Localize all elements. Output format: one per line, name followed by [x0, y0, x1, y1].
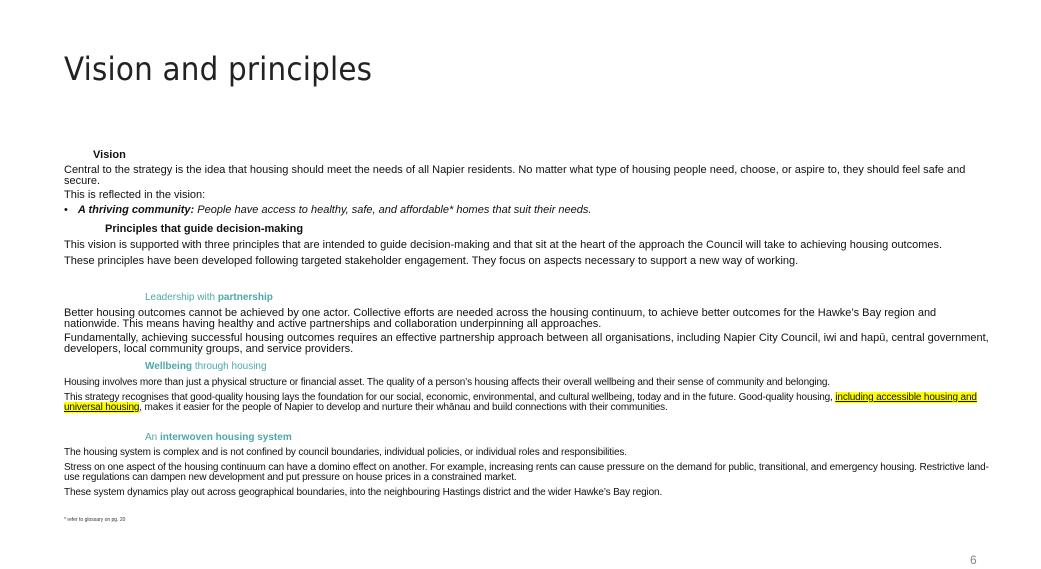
wellbeing-paragraph-2: This strategy recognises that good-quali… [64, 392, 989, 413]
heading-part: Leadership with [145, 292, 218, 303]
interwoven-paragraph-1: The housing system is complex and is not… [64, 447, 627, 458]
principles-paragraph-2: These principles have been developed fol… [64, 255, 799, 267]
text: This strategy recognises that good-quali… [64, 392, 836, 403]
wellbeing-heading: Wellbeing through housing [145, 361, 267, 372]
vision-bullet: • A thriving community: People have acces… [64, 205, 989, 216]
leadership-heading: Leadership with partnership [145, 292, 273, 303]
page-title: Vision and principles [64, 50, 373, 88]
page-number: 6 [970, 553, 977, 567]
interwoven-paragraph-3: These system dynamics play out across ge… [64, 487, 663, 498]
vision-heading: Vision [93, 149, 126, 161]
interwoven-paragraph-2: Stress on one aspect of the housing cont… [64, 462, 989, 483]
bullet-icon: • [64, 204, 68, 216]
principles-paragraph-1: This vision is supported with three prin… [64, 239, 943, 251]
vision-bullet-bold: A thriving community: [77, 204, 195, 216]
footnote: * refer to glossary on pg. 20 [64, 517, 126, 523]
interwoven-heading: An interwoven housing system [145, 432, 292, 443]
principles-heading: Principles that guide decision-making [105, 223, 304, 235]
vision-bullet-text: People have access to healthy, safe, and… [194, 204, 592, 216]
heading-emphasis: partnership [217, 292, 273, 303]
vision-paragraph: Central to the strategy is the idea that… [64, 164, 966, 187]
text: , makes it easier for the people of Napi… [139, 402, 668, 413]
heading-emphasis: Wellbeing [145, 361, 193, 372]
vision-intro: This is reflected in the vision: [64, 189, 206, 201]
heading-part: through housing [192, 361, 267, 372]
leadership-paragraph-1: Better housing outcomes cannot be achiev… [64, 307, 937, 330]
heading-emphasis: interwoven housing system [160, 432, 292, 443]
heading-part: An [145, 432, 161, 443]
leadership-paragraph-2: Fundamentally, achieving successful hous… [64, 332, 989, 355]
wellbeing-paragraph-1: Housing involves more than just a physic… [64, 377, 830, 388]
